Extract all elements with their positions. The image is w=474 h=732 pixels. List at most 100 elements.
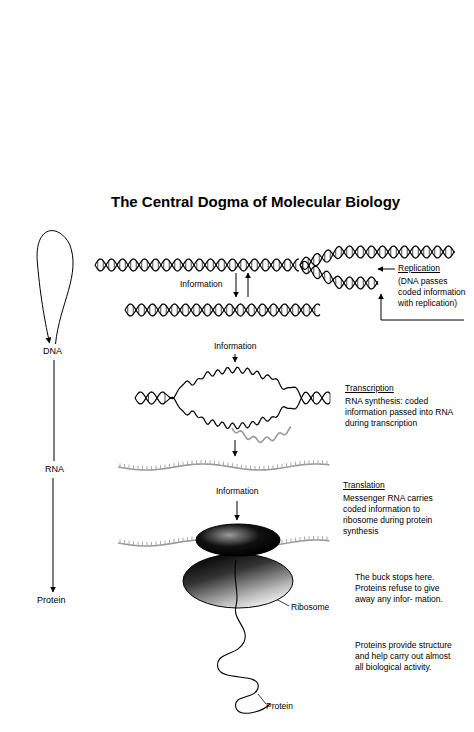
rna-base <box>327 537 328 541</box>
flow-label-node: Protein <box>34 593 69 608</box>
base-pair <box>292 306 293 314</box>
base-pair <box>180 261 181 269</box>
base-pair <box>385 248 386 256</box>
base-pair <box>191 261 192 269</box>
process-heading: Replication <box>398 263 440 274</box>
rna-base <box>223 462 224 466</box>
base-pair <box>155 306 156 314</box>
base-pair <box>295 261 296 269</box>
base-pair <box>330 393 331 402</box>
rna-base <box>138 542 139 546</box>
base-pair <box>141 261 142 269</box>
base-pair <box>215 306 216 314</box>
base-pair <box>451 248 452 256</box>
rna-base <box>237 464 238 468</box>
base-pair <box>324 272 325 280</box>
base-pair <box>138 306 139 314</box>
base-pair <box>303 306 304 314</box>
rna-base <box>138 466 139 470</box>
rna-base <box>309 460 310 464</box>
dna-strand <box>135 392 330 429</box>
base-pair <box>97 261 98 269</box>
rna-base <box>250 466 251 470</box>
base-pair <box>165 393 166 402</box>
base-pair <box>346 279 347 287</box>
rna-base <box>183 462 184 466</box>
base-pair <box>125 261 126 269</box>
rna-base <box>142 466 143 470</box>
dna-strand <box>95 259 299 271</box>
rna-base <box>147 466 148 470</box>
base-pair <box>330 274 331 282</box>
process-note: (DNA passes coded information with repli… <box>398 276 470 309</box>
info-arrow <box>235 440 236 456</box>
base-pair <box>352 248 353 256</box>
base-pair <box>133 306 134 314</box>
rna-base <box>165 541 166 545</box>
base-pair <box>379 248 380 256</box>
process-note: Messenger RNA carries coded information … <box>343 493 453 537</box>
base-pair <box>114 261 115 269</box>
rna-base <box>309 536 310 540</box>
info-arrow <box>235 354 236 362</box>
rna-base <box>313 460 314 464</box>
base-pair <box>308 264 309 272</box>
rna-base <box>277 465 278 469</box>
rna-base <box>219 461 220 465</box>
rna-base <box>151 466 152 470</box>
base-pair <box>276 306 277 314</box>
base-pair <box>418 248 419 256</box>
rna-base <box>169 540 170 544</box>
base-pair <box>284 261 285 269</box>
rna-base <box>268 466 269 470</box>
base-pair <box>352 279 353 287</box>
base-pair <box>357 279 358 287</box>
base-pair <box>363 248 364 256</box>
base-pair <box>103 261 104 269</box>
dna-strand <box>300 261 378 289</box>
base-pair <box>207 261 208 269</box>
info-label: Information <box>180 279 223 290</box>
base-pair <box>182 306 183 314</box>
ribosome-large-subunit <box>183 554 293 608</box>
base-pair <box>319 269 320 277</box>
base-pair <box>396 248 397 256</box>
nascent-rna <box>232 427 291 443</box>
rna-base <box>322 536 323 540</box>
rna-base <box>241 465 242 469</box>
base-pair <box>313 256 314 264</box>
rna-base <box>255 466 256 470</box>
base-pair <box>341 248 342 256</box>
rna-base <box>304 461 305 465</box>
base-pair <box>309 306 310 314</box>
base-pair <box>199 306 200 314</box>
base-pair <box>254 306 255 314</box>
rna-base <box>156 542 157 546</box>
base-pair <box>330 251 331 259</box>
base-pair <box>302 262 303 270</box>
base-pair <box>240 261 241 269</box>
rna-base <box>291 538 292 542</box>
base-pair <box>273 261 274 269</box>
rna-base <box>187 461 188 465</box>
base-pair <box>374 279 375 287</box>
rna-base <box>192 461 193 465</box>
rna-base <box>174 463 175 467</box>
rna-base <box>156 466 157 470</box>
part-label: Protein <box>266 701 293 712</box>
base-pair <box>202 261 203 269</box>
note-text: Proteins provide structure and help carr… <box>355 640 455 673</box>
rna-base <box>295 538 296 542</box>
base-pair <box>268 261 269 269</box>
rna-base <box>259 466 260 470</box>
dna-strand <box>300 246 455 266</box>
process-heading: Translation <box>343 480 385 491</box>
base-pair <box>108 261 109 269</box>
base-pair <box>368 248 369 256</box>
base-pair <box>119 261 120 269</box>
rna-base <box>291 462 292 466</box>
note-text: The buck stops here. Proteins refuse to … <box>355 572 451 605</box>
diagram-title: The Central Dogma of Molecular Biology <box>111 193 400 210</box>
info-arrow <box>236 273 237 297</box>
